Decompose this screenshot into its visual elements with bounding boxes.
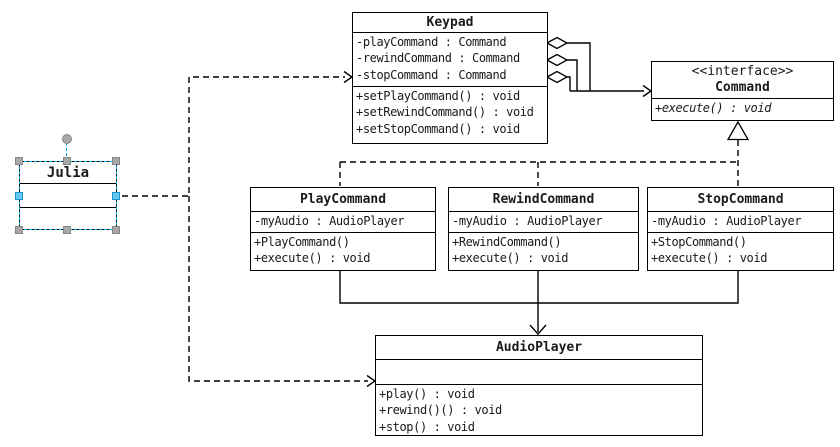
open-arrowhead-icon bbox=[529, 324, 547, 336]
attribute: -rewindCommand : Command bbox=[356, 51, 520, 66]
aggregation-diamond-icon bbox=[545, 53, 569, 67]
aggregation-diamond-icon bbox=[545, 36, 569, 50]
class-title: StopCommand bbox=[697, 192, 784, 207]
interface-name: Command bbox=[715, 80, 770, 95]
open-arrowhead-icon bbox=[366, 374, 377, 388]
rotation-handle[interactable] bbox=[62, 134, 72, 144]
methods-compartment: +setPlayCommand() : void +setRewindComma… bbox=[353, 86, 547, 142]
resize-handle-middle-right[interactable] bbox=[112, 192, 120, 200]
class-title: Keypad bbox=[426, 15, 474, 30]
method: +play() : void bbox=[379, 387, 475, 401]
class-stopcommand[interactable]: StopCommand -myAudio : AudioPlayer +Stop… bbox=[647, 187, 834, 271]
class-title: PlayCommand bbox=[299, 192, 387, 207]
object-julia[interactable]: Julia bbox=[19, 161, 117, 230]
methods-compartment: +RewindCommand() +execute() : void bbox=[449, 232, 638, 269]
dependency-julia-audioplayer[interactable] bbox=[188, 196, 368, 382]
class-title: <<interface>> Command bbox=[652, 62, 833, 98]
aggregation-play-line[interactable] bbox=[567, 42, 591, 91]
aggregation-stop-line[interactable] bbox=[567, 76, 571, 91]
method: +RewindCommand() bbox=[452, 235, 562, 249]
method: +setPlayCommand() : void bbox=[356, 89, 520, 103]
attribute: -stopCommand : Command bbox=[356, 67, 507, 82]
attributes-compartment: -playCommand : Command -rewindCommand : … bbox=[353, 32, 547, 86]
resize-handle-bottom-right[interactable] bbox=[112, 226, 120, 234]
class-audioplayer[interactable]: AudioPlayer +play() : void +rewind()() :… bbox=[375, 335, 703, 436]
resize-handle-top-right[interactable] bbox=[112, 157, 120, 165]
class-rewindcommand[interactable]: RewindCommand -myAudio : AudioPlayer +Re… bbox=[448, 187, 639, 271]
aggregation-rewind-line[interactable] bbox=[567, 59, 578, 91]
class-keypad[interactable]: Keypad -playCommand : Command -rewindCom… bbox=[352, 12, 548, 144]
rotation-stem bbox=[66, 143, 67, 161]
method: +execute() : void bbox=[452, 251, 569, 266]
method: +setRewindCommand() : void bbox=[356, 105, 534, 120]
methods-compartment: +StopCommand() +execute() : void bbox=[648, 232, 833, 269]
resize-handle-top-center[interactable] bbox=[63, 157, 71, 165]
attributes-compartment bbox=[20, 183, 116, 207]
method: +stop() : void bbox=[379, 419, 475, 434]
methods-compartment: +PlayCommand() +execute() : void bbox=[251, 232, 435, 269]
attribute: -myAudio : AudioPlayer bbox=[254, 214, 405, 228]
method: +execute() : void bbox=[254, 251, 371, 266]
open-arrowhead-icon bbox=[642, 84, 653, 98]
stereotype-label: <<interface>> bbox=[691, 64, 794, 79]
interface-command[interactable]: <<interface>> Command +execute() : void bbox=[651, 61, 834, 121]
method: +rewind()() : void bbox=[379, 403, 502, 418]
resize-handle-bottom-center[interactable] bbox=[63, 226, 71, 234]
resize-handle-bottom-left[interactable] bbox=[15, 226, 23, 234]
method: +execute() : void bbox=[651, 251, 768, 266]
attribute: -myAudio : AudioPlayer bbox=[651, 214, 802, 228]
methods-compartment: +execute() : void bbox=[652, 98, 833, 119]
resize-handle-middle-left[interactable] bbox=[15, 192, 23, 200]
attributes-compartment: -myAudio : AudioPlayer bbox=[251, 211, 435, 232]
method: +setStopCommand() : void bbox=[356, 121, 520, 136]
class-title: AudioPlayer bbox=[495, 340, 583, 355]
class-title: RewindCommand bbox=[492, 192, 595, 207]
class-playcommand[interactable]: PlayCommand -myAudio : AudioPlayer +Play… bbox=[250, 187, 436, 271]
attributes-compartment: -myAudio : AudioPlayer bbox=[648, 211, 833, 232]
open-arrowhead-icon bbox=[343, 70, 354, 84]
resize-handle-top-left[interactable] bbox=[15, 157, 23, 165]
object-title: Julia bbox=[46, 164, 90, 181]
dependency-julia-keypad[interactable] bbox=[122, 76, 345, 197]
methods-compartment bbox=[20, 207, 116, 228]
attribute: -myAudio : AudioPlayer bbox=[452, 214, 603, 228]
aggregation-diamond-icon bbox=[545, 70, 569, 84]
association-bus-line[interactable] bbox=[339, 271, 739, 304]
attributes-compartment bbox=[376, 359, 702, 384]
attribute: -playCommand : Command bbox=[356, 35, 507, 49]
method: +StopCommand() bbox=[651, 235, 747, 249]
methods-compartment: +play() : void +rewind()() : void +stop(… bbox=[376, 384, 702, 435]
attributes-compartment: -myAudio : AudioPlayer bbox=[449, 211, 638, 232]
method: +PlayCommand() bbox=[254, 235, 350, 249]
inheritance-triangle-icon bbox=[726, 120, 750, 141]
method: +execute() : void bbox=[655, 101, 772, 115]
